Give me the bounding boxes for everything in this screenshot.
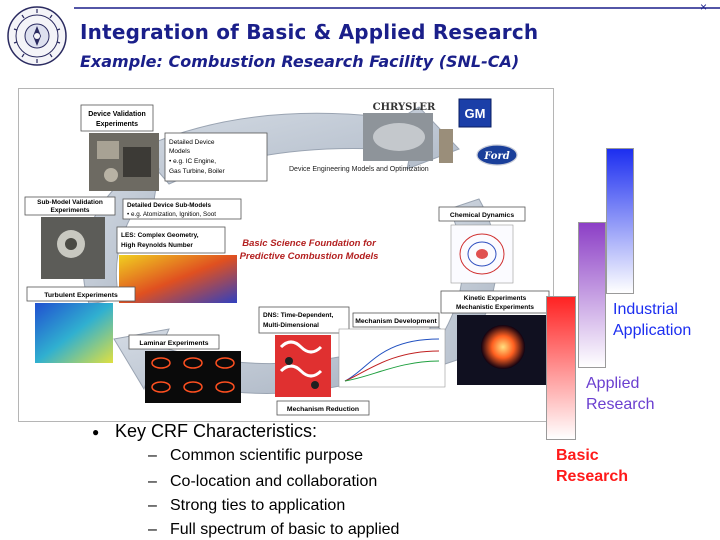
mechanism-plot [338, 328, 446, 388]
gm-logo [458, 98, 492, 128]
applied-research-bar [578, 222, 606, 368]
mechanism-reduction-label: Mechanism Reduction [287, 406, 359, 413]
detailed-device-box [164, 132, 268, 182]
header-rule [74, 7, 720, 9]
turbulent-label: Turbulent Experiments [44, 292, 118, 299]
basic-research-label: Basic Research [556, 445, 628, 487]
les-line2: High Reynolds Number [121, 242, 193, 249]
detailed-device-line3: • e.g. IC Engine, [169, 158, 216, 165]
device-validation-line1: Device Validation [88, 111, 146, 118]
bullet-item-text: Strong ties to application [170, 497, 346, 514]
les-line1: LES: Complex Geometry, [121, 232, 199, 239]
bullet-item-text: Common scientific purpose [170, 447, 363, 464]
mechanism-development-box [352, 312, 440, 328]
bullet-icon: ● [92, 425, 100, 439]
submodel-validation-box [24, 196, 116, 216]
detailed-submodels-line1: Detailed Device Sub-Models [127, 202, 211, 209]
chemical-dynamics-box [438, 206, 526, 222]
device-validation-box [80, 104, 154, 132]
basic-label-line1: Basic [556, 447, 599, 464]
detailed-submodels-box [122, 198, 242, 220]
gm-logo-text: GM [465, 106, 486, 121]
slide-subtitle: Example: Combustion Research Facility (S… [80, 52, 520, 71]
doe-seal-icon [7, 6, 67, 66]
industrial-label-line1: Industrial [613, 301, 678, 318]
turbulent-image [35, 303, 113, 363]
detailed-device-line2: Models [169, 148, 191, 155]
device-engineering-label: Device Engineering Models and Optimizati… [289, 166, 429, 173]
dns-line1: DNS: Time-Dependent, [263, 312, 333, 319]
les-simulation-image [119, 255, 237, 303]
industrial-application-bar [606, 148, 634, 294]
device-validation-line2: Experiments [96, 121, 138, 128]
close-glyph: × [700, 0, 708, 14]
bullet-item: –Co-location and collaboration [148, 473, 377, 491]
kinetic-line1: Kinetic Experiments [464, 295, 527, 302]
industrial-label-line2: Application [613, 322, 692, 339]
bullet-item: –Full spectrum of basic to applied [148, 521, 399, 539]
dash-icon: – [148, 473, 157, 490]
applied-label-line2: Research [586, 396, 655, 413]
laminar-flames-image [145, 351, 241, 403]
chrysler-logo: CHRYSLER [373, 102, 436, 113]
dash-icon: – [148, 497, 157, 514]
applied-research-label: Applied Research [586, 373, 654, 415]
center-title-line1: Basic Science Foundation for [242, 238, 377, 249]
research-diagram: Device Validation Experiments Detailed D… [18, 88, 554, 422]
ford-logo [476, 144, 518, 166]
bullet-item-text: Full spectrum of basic to applied [170, 521, 400, 538]
dash-icon: – [148, 447, 157, 464]
submodel-validation-line2: Experiments [50, 207, 89, 214]
submodel-validation-line1: Sub-Model Validation [37, 199, 103, 206]
laminar-label: Laminar Experiments [139, 340, 208, 347]
laminar-box [128, 334, 220, 350]
center-title-line2: Predictive Combustion Models [240, 251, 379, 262]
dash-icon: – [148, 521, 157, 538]
basic-research-bar [546, 296, 576, 440]
mechanism-development-label: Mechanism Development [355, 318, 437, 325]
basic-label-line2: Research [556, 468, 629, 485]
kinetic-line2: Mechanistic Experiments [456, 304, 534, 311]
detailed-device-line4: Gas Turbine, Boiler [169, 168, 225, 175]
applied-label-line1: Applied [586, 375, 640, 392]
mechanism-reduction-box [276, 400, 370, 416]
dns-line2: Multi-Dimensional [263, 322, 319, 329]
boiler-photo [439, 129, 453, 163]
turbulent-box [26, 286, 136, 302]
slide-title: Integration of Basic & Applied Research [80, 20, 539, 44]
ford-logo-text: Ford [483, 151, 509, 162]
detailed-submodels-line2: • e.g. Atomization, Ignition, Soot [127, 211, 216, 218]
bullet-item: –Strong ties to application [148, 497, 345, 515]
chemical-dynamics-label: Chemical Dynamics [450, 212, 514, 219]
industrial-application-label: Industrial Application [613, 299, 691, 341]
detailed-device-line1: Detailed Device [169, 139, 215, 146]
bullet-item: –Common scientific purpose [148, 447, 363, 465]
les-box [116, 226, 226, 254]
bullet-item-text: Co-location and collaboration [170, 473, 378, 490]
bullet-heading: Key CRF Characteristics: [115, 421, 318, 441]
dns-box [258, 306, 350, 334]
